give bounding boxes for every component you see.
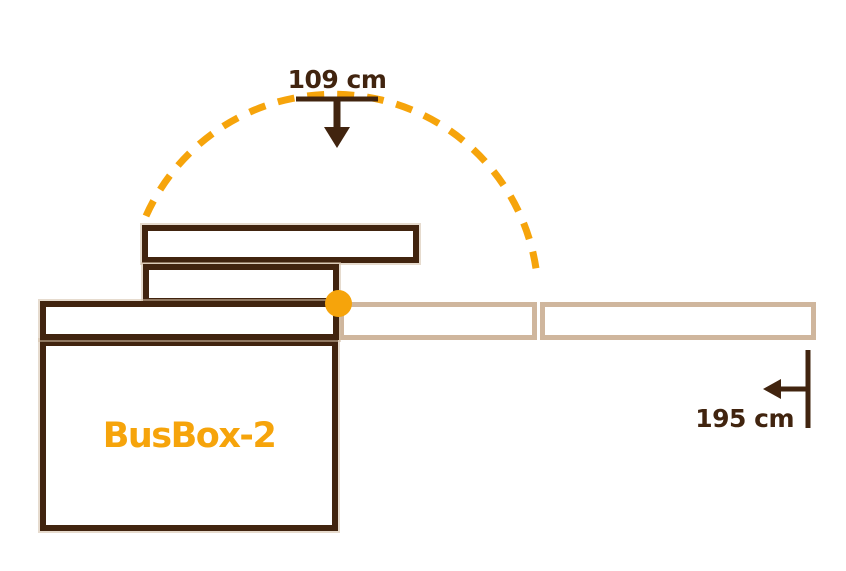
pivot-dot xyxy=(325,290,352,317)
product-label: BusBox-2 xyxy=(102,415,277,456)
extension-leaf-segment-1 xyxy=(339,302,537,340)
down-arrow-icon xyxy=(324,127,350,148)
upper-folded-leaf xyxy=(142,225,419,263)
extension-leaf-segment-2 xyxy=(540,302,816,340)
tabletop-left-section xyxy=(40,301,339,340)
busbox-body: BusBox-2 xyxy=(40,340,338,531)
left-arrow-icon xyxy=(763,379,781,399)
middle-folded-leaf xyxy=(143,264,339,304)
swing-height-label: 109 cm xyxy=(287,65,387,94)
extension-length-label: 195 cm xyxy=(695,404,794,433)
